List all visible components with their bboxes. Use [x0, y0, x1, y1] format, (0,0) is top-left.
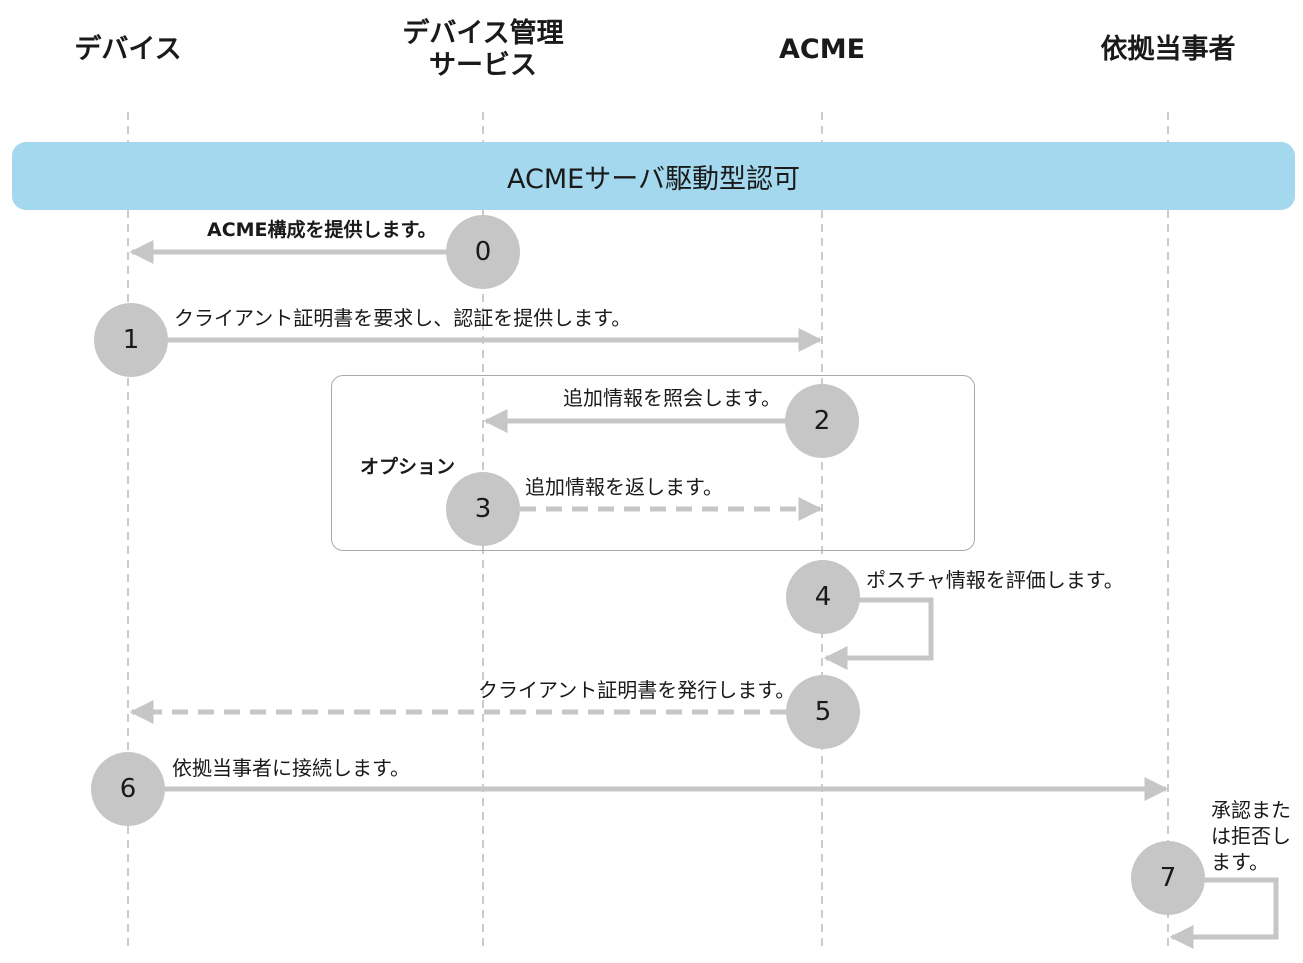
step-6-label: 依拠当事者に接続します。	[172, 756, 410, 780]
arrow-step-4	[823, 597, 934, 670]
step-0-circle: 0	[446, 215, 520, 289]
step-5-number: 5	[814, 697, 832, 727]
section-band: ACMEサーバ駆動型認可	[12, 142, 1295, 210]
step-5-label: クライアント証明書を発行します。	[478, 678, 796, 702]
step-5-circle: 5	[786, 675, 860, 749]
step-1-label: クライアント証明書を要求し、認証を提供します。	[174, 306, 632, 330]
step-7-number: 7	[1159, 863, 1177, 893]
step-4-circle: 4	[786, 560, 860, 634]
step-1-number: 1	[122, 325, 140, 355]
step-3-circle: 3	[446, 472, 520, 546]
step-0-number: 0	[474, 237, 492, 267]
step-7-circle: 7	[1131, 841, 1205, 915]
participant-acme: ACME	[778, 34, 866, 65]
step-6-circle: 6	[91, 752, 165, 826]
step-2-label: 追加情報を照会します。	[563, 386, 781, 410]
step-6-number: 6	[119, 774, 137, 804]
section-band-label: ACMEサーバ駆動型認可	[507, 163, 800, 195]
step-1-circle: 1	[94, 303, 168, 377]
step-2-circle: 2	[785, 384, 859, 458]
step-2-number: 2	[813, 406, 831, 436]
step-3-label: 追加情報を返します。	[525, 475, 723, 499]
participant-device-management-service: デバイス管理 サービス	[402, 18, 564, 81]
arrow-step-7	[1169, 877, 1279, 949]
optional-group-box	[331, 375, 975, 551]
participant-device: デバイス	[74, 34, 182, 65]
step-7-label: 承認また は拒否し ます。	[1211, 798, 1291, 874]
step-3-number: 3	[474, 494, 492, 524]
step-4-number: 4	[814, 582, 832, 612]
optional-group-label: オプション	[360, 456, 456, 478]
step-0-label: ACME構成を提供します。	[207, 219, 437, 241]
participant-relying-party: 依拠当事者	[1100, 34, 1236, 65]
step-4-label: ポスチャ情報を評価します。	[866, 568, 1124, 592]
